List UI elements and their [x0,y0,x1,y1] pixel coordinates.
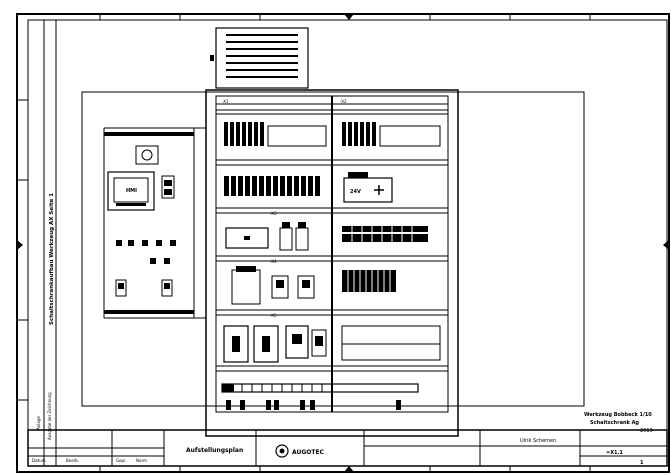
sheet-inner-frame [27,19,668,467]
emergency-stop-button [141,149,153,161]
roof-fan-unit [215,27,309,89]
hmi-label: HMI [126,188,137,194]
drive-3 [285,325,309,359]
row-label-2: -X2 [340,99,347,104]
key-switch-fill-2 [164,189,172,195]
drive-1-fill [232,336,240,352]
terminal-slots-right-1 [351,226,413,242]
right-center-marker [663,240,669,250]
row-label-4: -X4 [270,259,277,264]
key-switch [161,175,175,199]
pushbutton-row-2 [150,258,170,264]
drive-3-fill [292,334,302,344]
side-small-label-2: Ausgabe der Zeichnung [47,392,52,440]
company-name: AUGOTEC [292,449,325,456]
sheet-number: 1 [640,460,644,466]
bottom-center-marker [344,466,354,472]
terminal-slots-right-2 [347,270,391,292]
pushbutton-cap-a [118,283,124,289]
bottom-terminal-strip [221,383,419,393]
terminal-block-row-right-1 [342,226,428,242]
left-grid-ticks [17,99,28,401]
io-module-2 [295,227,309,251]
plc-indicator [244,236,250,240]
title-col-4: Norm [136,458,147,463]
fan-grille [226,34,298,78]
empty-rail-section-3 [341,325,441,361]
hmi-screen [113,177,149,203]
cable-ducts [215,109,449,372]
breaker-group-2 [342,122,376,146]
title-block-grid [28,430,667,466]
fan-bracket [210,55,214,61]
bottom-grid-ticks [99,466,591,472]
io-module-2-top [298,222,306,228]
door-header-bar [104,132,194,136]
motor-protector [231,269,261,305]
title-right-line-2: Schaltschrank Ag [590,420,639,426]
side-small-label-1: Anlage [36,416,41,430]
power-supply-label: 24V [350,189,361,195]
drawing-title: Aufstellungsplan [186,447,243,454]
cabinet-enclosure [205,89,459,437]
title-right-line-1: Werkzeug Bobbeck 1/10 [584,412,652,418]
breaker-group-1 [224,122,264,146]
contactor-2-fill [302,280,310,288]
cable-glands [226,400,401,410]
drive-2 [253,325,279,363]
contactor-2 [297,275,315,299]
drive-2-fill [262,336,270,352]
drive-4 [311,329,327,357]
bottom-terminal-slots [231,384,323,392]
motor-protector-top [236,266,256,272]
side-label: Schaltschrankaufbau Werkzeug AX Seite 1 [49,193,55,325]
pushbutton-row-1 [116,240,176,246]
contactor-1 [271,275,289,299]
title-col-2: Bearb. [66,458,79,463]
cabinet-top-duct [215,95,449,105]
drive-4-fill [315,336,323,346]
title-col-1: Datum [32,458,46,463]
io-module-1 [279,227,293,251]
io-module-1-top [282,222,290,228]
power-supply-top [348,172,368,178]
title-right-line-3: 2019 [640,428,653,434]
hmi-panel [107,171,155,211]
row-label-5: -X5 [270,313,277,318]
top-grid-ticks [99,14,591,20]
title-col-3: Gepr. [116,458,127,463]
contactor-1-fill [276,280,284,288]
sheet-outer-frame [16,13,670,473]
emergency-stop-housing [135,145,159,165]
door-footer-bar [104,310,194,314]
pushbutton-cap-b [164,283,170,289]
key-switch-fill [164,180,172,186]
relay-row-left [224,176,320,196]
empty-rail-section-2 [379,125,441,147]
drive-1 [223,325,249,363]
company-logo-dot [279,448,285,454]
top-center-marker [344,14,354,20]
bottom-terminal-end [222,384,234,392]
row-label-3: -X3 [270,211,277,216]
terminal-block-row-right-2 [342,270,396,292]
left-center-marker [17,240,23,250]
sheet-ref: =X1.1 [606,450,623,456]
title-description: Ulrik Schemen [520,438,556,444]
company-logo-icon [275,444,289,458]
hmi-base [116,203,146,206]
pushbutton-row-3 [115,279,173,297]
empty-rail-section-1 [267,125,327,147]
row-label-1: -X1 [222,99,229,104]
plc-module [225,227,269,249]
